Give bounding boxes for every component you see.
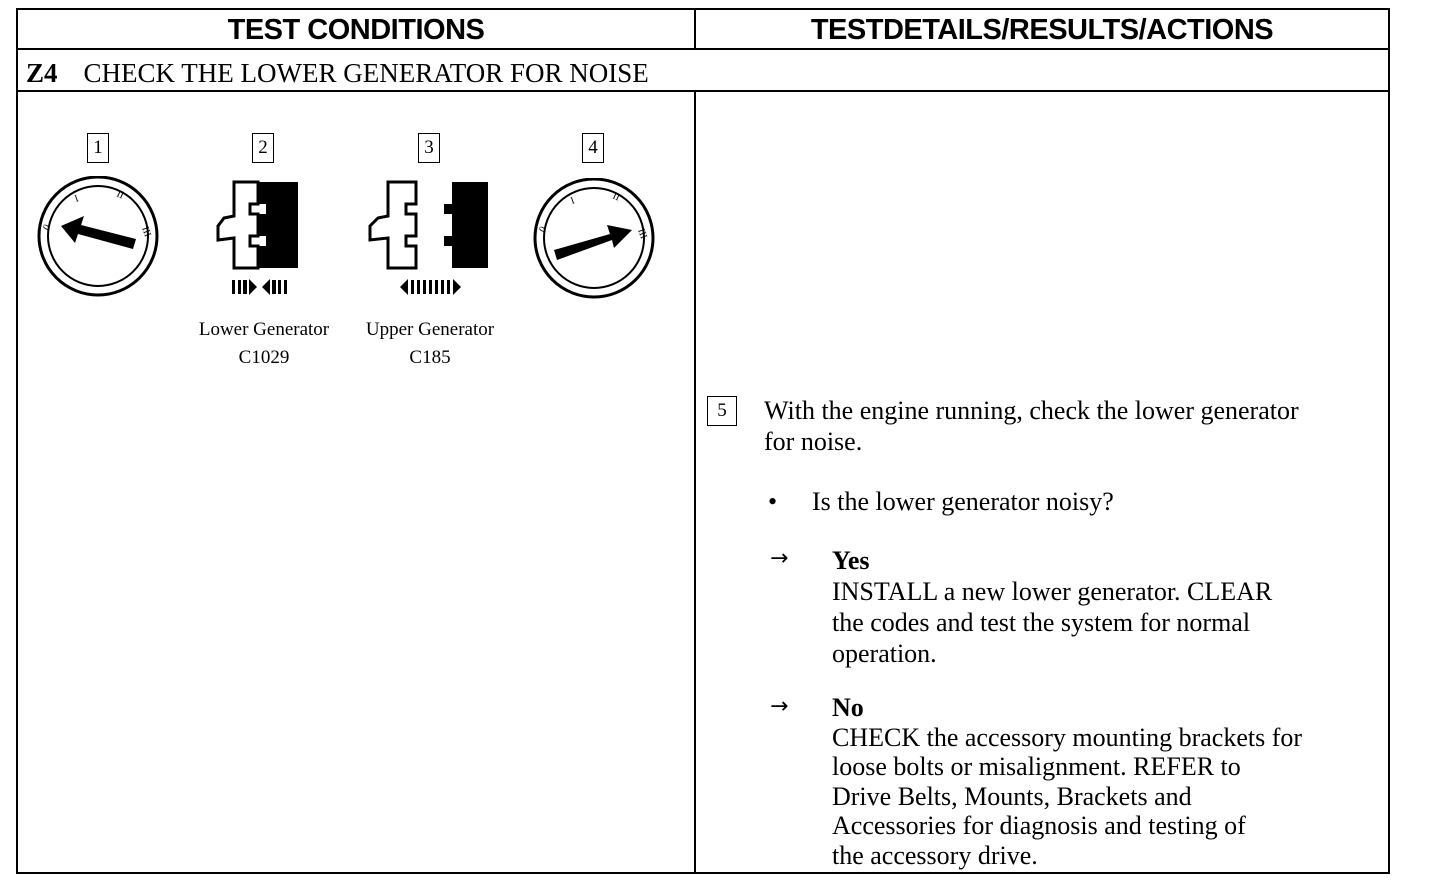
- step-instruction: With the engine running, check the lower…: [764, 395, 1384, 457]
- yes-label: Yes: [832, 546, 870, 575]
- mark-3: III: [635, 227, 649, 240]
- connector-disconnect-icon: [368, 180, 488, 295]
- question-text: Is the lower generator noisy?: [812, 487, 1114, 516]
- mark-2: II: [115, 189, 126, 202]
- no-line-4: Accessories for diagnosis and testing of: [832, 811, 1246, 840]
- figure-4-number: 4: [582, 133, 604, 163]
- yes-line-2: the codes and test the system for normal: [832, 608, 1251, 637]
- figure-3-caption: Upper Generator C185: [350, 316, 510, 372]
- caption-c185: C185: [409, 347, 451, 368]
- ignition-switch-run-icon: 0 I II III: [533, 178, 655, 299]
- figure-1-number: 1: [87, 133, 109, 163]
- header-rule: [18, 48, 1388, 50]
- test-title: Z4 CHECK THE LOWER GENERATOR FOR NOISE: [26, 56, 649, 90]
- figure-2-caption: Lower Generator C1029: [182, 316, 346, 372]
- caption-c1029: C1029: [238, 347, 290, 368]
- header-test-details: TESTDETAILS/RESULTS/ACTIONS: [810, 13, 1274, 46]
- caption-lower-generator: Lower Generator: [198, 319, 330, 340]
- yes-line-3: operation.: [832, 639, 937, 668]
- mark-1: I: [73, 193, 80, 204]
- question-bullet: •: [768, 487, 778, 516]
- no-arrow-icon: →: [770, 694, 789, 719]
- step-number: 5: [707, 396, 737, 426]
- mark-1: I: [569, 195, 576, 206]
- instruction-line-1: With the engine running, check the lower…: [764, 396, 1299, 425]
- yes-line-1: INSTALL a new lower generator. CLEAR: [832, 577, 1273, 606]
- no-line-3: Drive Belts, Mounts, Brackets and: [832, 781, 1192, 811]
- mark-0: 0: [41, 223, 53, 233]
- figure-3-number: 3: [418, 133, 440, 163]
- column-divider: [694, 10, 696, 872]
- no-label: No: [832, 693, 864, 722]
- instruction-line-2: for noise.: [764, 427, 863, 456]
- yes-block: Yes INSTALL a new lower generator. CLEAR…: [832, 545, 1382, 669]
- no-line-5: the accessory drive.: [832, 840, 1038, 870]
- mark-2: II: [611, 191, 622, 204]
- title-row-gap: [696, 50, 700, 90]
- header-test-conditions: TEST CONDITIONS: [227, 13, 485, 46]
- test-code: Z4: [26, 57, 58, 88]
- title-rule: [18, 90, 1388, 92]
- caption-upper-generator: Upper Generator: [365, 319, 495, 340]
- test-title-text: CHECK THE LOWER GENERATOR FOR NOISE: [83, 57, 649, 88]
- no-line-2: loose bolts or misalignment. REFER to: [832, 752, 1241, 781]
- connector-connect-icon: [216, 180, 298, 295]
- mark-0: 0: [537, 225, 549, 235]
- no-line-1: CHECK the accessory mounting brackets fo…: [832, 722, 1303, 752]
- figure-2-number: 2: [252, 133, 274, 163]
- no-block: No CHECK the accessory mounting brackets…: [832, 693, 1382, 870]
- yes-arrow-icon: →: [770, 546, 789, 571]
- test-table: TEST CONDITIONS TESTDETAILS/RESULTS/ACTI…: [16, 8, 1390, 874]
- mark-3: III: [139, 225, 153, 238]
- ignition-switch-off-icon: 0 I II III: [37, 176, 159, 297]
- title-row-mask: [692, 50, 698, 90]
